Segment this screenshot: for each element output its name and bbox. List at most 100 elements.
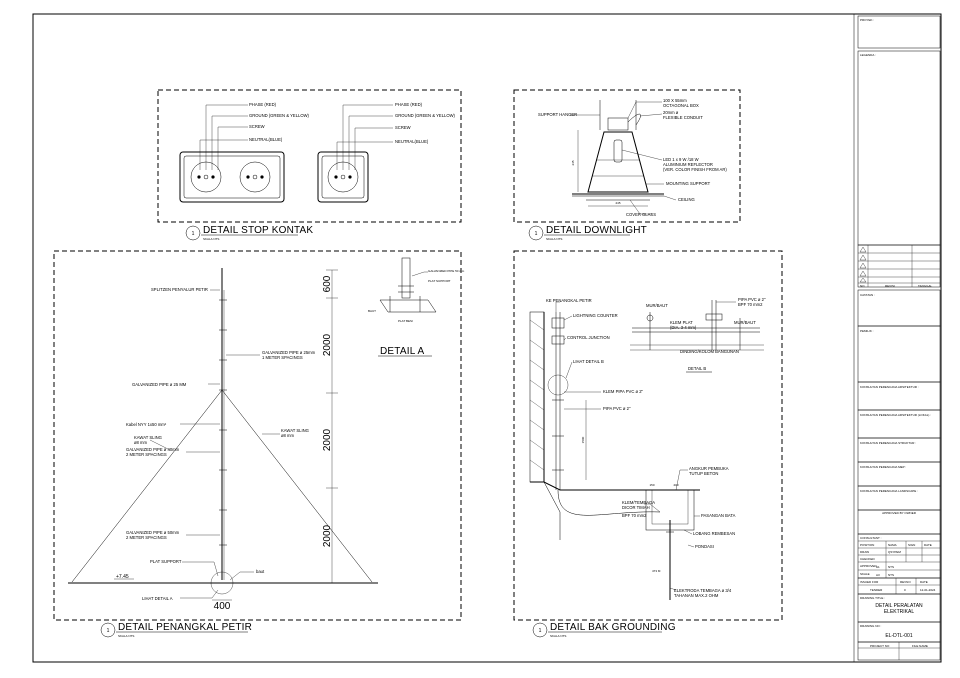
tb-drawing-title-1: DETAIL PERALATAN [875,603,923,609]
tb-scale-a1v: NTS [888,565,894,569]
grounding-label-lightning-counter: LIGHTNING COUNTER [573,313,618,318]
detail-b-title: DETAIL B [688,366,706,371]
tb-project-no: PROJECT NO [870,644,890,648]
tb-file-name: FILE NAME [912,644,928,648]
detail-b-label-mur-baut-1: MUR/BAUT [646,303,668,308]
flexible-conduit [627,113,641,126]
petir-label-baut: baut [256,569,265,574]
mast-joints [219,299,227,546]
leader-line [149,439,171,451]
detail-a: GALVANIZED PIPE 50 mm PLAT SUPPORT BAUT … [368,257,465,357]
socket-pin-icon [334,175,338,179]
grounding-label-pondasi: PONDASI [695,544,714,549]
petir-label-pipe40-1: GALVANIZED PIPE ø 40mm [126,447,180,452]
tb-scale-label: SKALE [860,572,870,576]
tb-revisi-header: REVISI [885,284,895,288]
leader-line [342,104,393,170]
petir-label-pipe25-left: GALVANIZED PIPE ø 25 MM [132,382,187,387]
grounding-label-bpf: BPF 70 mm2 [622,513,647,518]
downlight-title-number: 1 [535,231,538,237]
stop-kontak-label-ground-left: GROUND (GREEN & YELLOW) [249,113,310,118]
leader-line [205,104,248,170]
leader-line [411,271,428,277]
detail-a-label-baut: BAUT [368,309,376,313]
wall-hatch [529,319,545,471]
grounding-cable [557,489,661,516]
socket-screw-icon [203,174,209,180]
stop-kontak-title: DETAIL STOP KONTAK [203,225,313,236]
socket-pin-icon [211,175,215,179]
stop-kontak-label-phase-left: PHASE (RED) [249,102,277,107]
downlight-label-box-2: OCTAGONAL BOX [663,103,699,108]
grounding-label-elektroda-2: TAHANAN MAX.2 OHM [674,593,719,598]
title-block: PROYEK : LEGENDA : NO REVISI TANGGAL CAT… [857,15,941,661]
petir-title: DETAIL PENANGKAL PETIR [118,622,252,633]
detail-b-label-dinding: DINDING/KOLOM BANGUNAN [680,349,739,354]
tb-rev-label: REVNO [900,580,911,584]
stop-kontak-label-screw-left: SCREW [249,124,265,129]
grounding-label-klem-timah-2: DICOR TIMAH [622,505,650,510]
downlight-title-marker [528,225,544,241]
grounding-title-number: 1 [539,628,542,634]
stop-kontak-label-ground-right: GROUND (GREEN & YELLOW) [395,113,456,118]
grounding-dim-1500: 1500 [581,436,585,443]
grounding-label-lihat-b: LIHAT DETAIL B [573,359,604,364]
socket-face-2 [239,161,271,193]
petir-label-kawat-left-2: ø8 mm [134,440,148,445]
leader-line [217,126,248,170]
detail-a-label-plat-support: PLAT SUPPORT [428,279,451,283]
grounding-dim-473: 473 M [652,569,661,573]
detail-b-callout [547,374,569,396]
socket-pin-icon [260,175,264,179]
tb-consultant-label: CONSULTANT : [860,536,882,540]
tb-approved-label: APPROVED BY OWNER [882,511,917,515]
building-column [529,311,545,483]
tb-pemilik-label: PEMILIK : [860,329,874,333]
downlight-label-box-1: 100 X 55mm [663,98,687,103]
grounding-label-klem-timah-1: KLEM/TEMBAGA [622,500,655,505]
grounding-dim-200: 200 [673,483,678,487]
detail-b-label-mur-baut-2: MUR/BAUT [734,320,756,325]
petir-label-kabel: Kabel NYY 1x50 mm² [126,422,167,427]
downlight-label-cover: COVER GLASS [626,212,656,217]
grounding-frame [513,250,783,621]
leader-line [644,503,661,513]
petir-label-lihat: LIHAT DETAIL A [142,596,173,601]
petir-dim-2000-a: 2000 [322,333,333,356]
detail-a-title: DETAIL A [380,346,425,357]
tb-checked: CHECKED [860,557,876,561]
detail-b-label-klem-plat-2: (DIA. 3-4 mm) [670,325,697,330]
petir-scale: SKALA NTS [118,634,134,638]
tb-legenda-box [857,50,941,246]
tb-date2: DATE [920,580,928,584]
detail-b-label-pvc-2: BPF 70 mm2 [738,302,763,307]
tb-drawn-name: QSYPEM [888,550,901,554]
downlight-dim-width: 245 [615,201,620,205]
tb-no-header: NO [860,284,865,288]
petir-label-pipe50-2: 2 METER SPACINGS [126,535,167,540]
detail-a-pipe [401,257,411,299]
tb-konsultan-struktur: KONSULTAN PERENCANA STRUKTUR : [860,441,916,445]
guy-wire-right [221,389,373,583]
detail-b: MUR/BAUT PIPA PVC ø 2" BPF 70 mm2 MUR/BA… [630,297,766,373]
tb-scale-a3: A3 [876,573,880,577]
leader-line [180,589,219,599]
leader-line [663,195,677,201]
petir-dim-2000-c: 2000 [322,524,333,547]
grounding-label-ke-penangkal: KE PENANGKAL PETIR [546,298,592,303]
leader-line [683,529,693,535]
petir-label-kawat-right-2: ø8 mm [281,433,295,438]
grounding-pit-inner [651,489,689,525]
control-junction-icon [551,335,565,345]
leader-line [621,149,663,161]
downlight-scale: SKALA NTS [546,237,562,241]
leader-line [565,361,573,379]
detail-b-label-klem-plat-1: KLEM PLAT [670,320,693,325]
sheet-border [32,13,942,663]
grounding-label-klem: KLEM PIPA PVC ø 2" [603,389,644,394]
stop-kontak-detail: PHASE (RED) GROUND (GREEN & YELLOW) SCRE… [157,89,462,241]
tb-tender: TENDER [870,588,883,592]
grounding-title-marker [532,622,548,638]
petir-label-elevation: +7.45 [116,574,129,580]
